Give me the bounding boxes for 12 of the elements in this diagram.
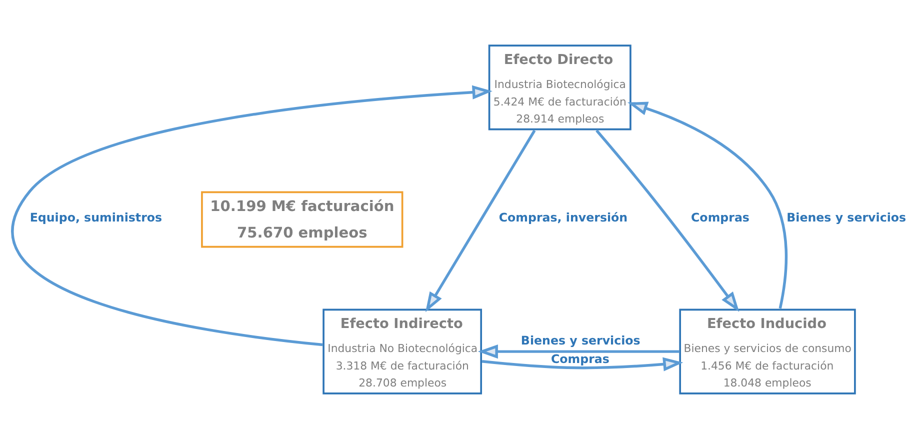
arrow [596,130,740,312]
edge-label: Compras [550,352,610,366]
arrow [478,344,680,359]
arrow [628,102,788,309]
edge-label: Compras, inversión [498,210,628,225]
arrow [12,85,492,346]
arrow [425,130,536,312]
arrow [482,357,684,372]
edge-label: Compras [691,210,750,225]
edge-label: Equipo, suministros [30,210,162,225]
edge-label: Bienes y servicios [786,210,906,225]
edge-label: Bienes y servicios [520,334,640,348]
